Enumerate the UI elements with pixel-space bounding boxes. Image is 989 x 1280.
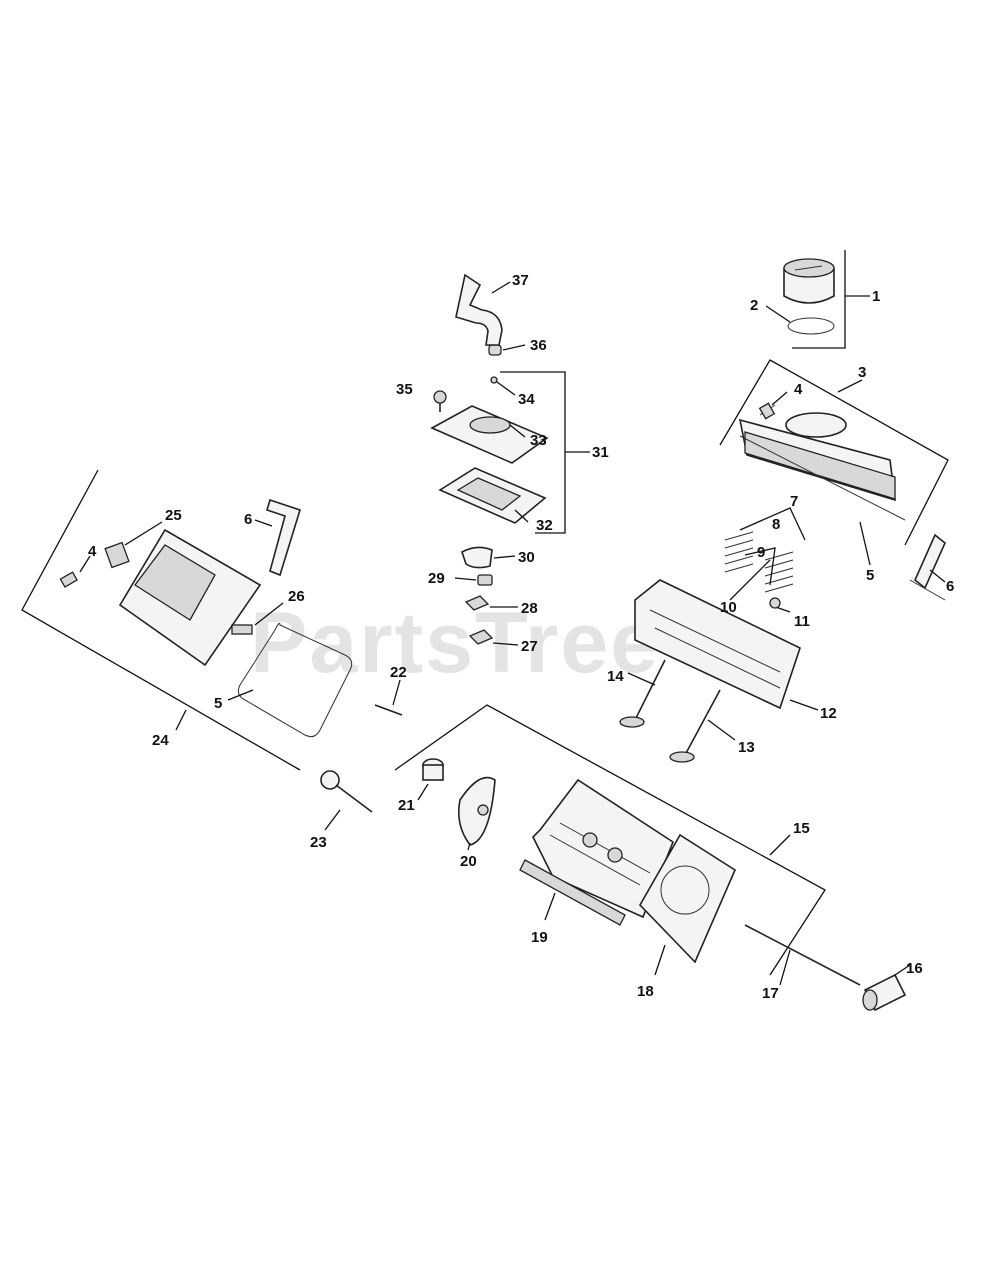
cover-part-33[interactable] [430, 405, 549, 464]
label-33: 33 [530, 432, 547, 449]
left-valve-cover-group [21, 469, 301, 771]
screw-part-29[interactable] [454, 574, 493, 586]
bolt-part-4-right[interactable] [758, 391, 788, 420]
tappet-part[interactable] [862, 964, 911, 1012]
label-15: 15 [793, 820, 810, 837]
watermark-text: PartsTree [250, 595, 660, 691]
label-12: 12 [820, 705, 837, 722]
label-2: 2 [750, 297, 758, 314]
rocker-shaft-cover-part[interactable] [457, 776, 496, 851]
part-30[interactable] [461, 546, 516, 569]
label-18: 18 [637, 983, 654, 1000]
label-22: 22 [390, 664, 407, 681]
label-37: 37 [512, 272, 529, 289]
label-21: 21 [398, 797, 415, 814]
valve-part-14[interactable] [619, 659, 666, 728]
label-36: 36 [530, 337, 547, 354]
label-23: 23 [310, 834, 327, 851]
label-20: 20 [460, 853, 477, 870]
label-9: 9 [757, 544, 765, 561]
label-5-right: 5 [866, 567, 874, 584]
valve-springs-part[interactable] [724, 507, 806, 613]
label-28: 28 [521, 600, 538, 617]
screw-part-35[interactable] [433, 390, 447, 412]
gasket-part-5-right[interactable] [739, 435, 906, 566]
gasket-part-5-left[interactable] [227, 622, 353, 738]
label-4-right: 4 [794, 381, 803, 398]
label-17: 17 [762, 985, 779, 1002]
label-32: 32 [536, 517, 553, 534]
clip-part-27[interactable] [468, 629, 519, 646]
label-26: 26 [288, 588, 305, 605]
o-ring-part[interactable] [765, 305, 835, 335]
breather-hose-part-37[interactable] [455, 273, 511, 346]
grommet-part-36[interactable] [488, 344, 526, 356]
head-gasket-part[interactable] [639, 833, 737, 976]
label-27: 27 [521, 638, 538, 655]
label-5-left: 5 [214, 695, 222, 712]
label-24: 24 [152, 732, 169, 749]
label-1: 1 [872, 288, 880, 305]
label-30: 30 [518, 549, 535, 566]
label-14: 14 [607, 668, 624, 685]
label-6-right: 6 [946, 578, 954, 595]
cylinder-head-part[interactable] [519, 778, 674, 926]
label-35: 35 [396, 381, 413, 398]
label-31: 31 [592, 444, 609, 461]
head-bolt-part-23[interactable] [320, 770, 373, 831]
breather-part-25[interactable] [104, 521, 163, 569]
oil-fill-cap-part[interactable] [783, 250, 870, 349]
bracket-part-6-right[interactable] [909, 533, 946, 601]
label-13: 13 [738, 739, 755, 756]
label-8: 8 [772, 516, 780, 533]
label-10: 10 [720, 599, 737, 616]
label-29: 29 [428, 570, 445, 587]
label-7: 7 [790, 493, 798, 510]
spacer-part-21[interactable] [417, 758, 444, 801]
push-rod-part[interactable] [744, 924, 861, 986]
valve-cover-part[interactable] [719, 359, 949, 546]
label-11: 11 [794, 613, 810, 630]
clip-part-28[interactable] [464, 595, 518, 611]
breather-assembly-group [500, 371, 590, 534]
bracket-part-6-left[interactable] [254, 498, 301, 577]
label-4-left: 4 [88, 543, 97, 560]
ball-part-34[interactable] [490, 376, 516, 396]
label-34: 34 [518, 391, 535, 408]
label-19: 19 [531, 929, 548, 946]
fitting-part-26[interactable] [231, 602, 284, 635]
label-25: 25 [165, 507, 182, 524]
bolt-part-22[interactable] [374, 679, 403, 716]
label-3: 3 [858, 364, 866, 381]
cylinder-head-kit-group [394, 704, 826, 976]
label-16: 16 [906, 960, 923, 977]
bolt-part-4-left[interactable] [59, 555, 91, 588]
rocker-housing-part[interactable] [634, 579, 819, 711]
reed-plate-part-32[interactable] [438, 467, 547, 524]
left-valve-cover-part[interactable] [118, 528, 262, 667]
label-6-left: 6 [244, 511, 252, 528]
valve-part-13[interactable] [669, 689, 736, 763]
